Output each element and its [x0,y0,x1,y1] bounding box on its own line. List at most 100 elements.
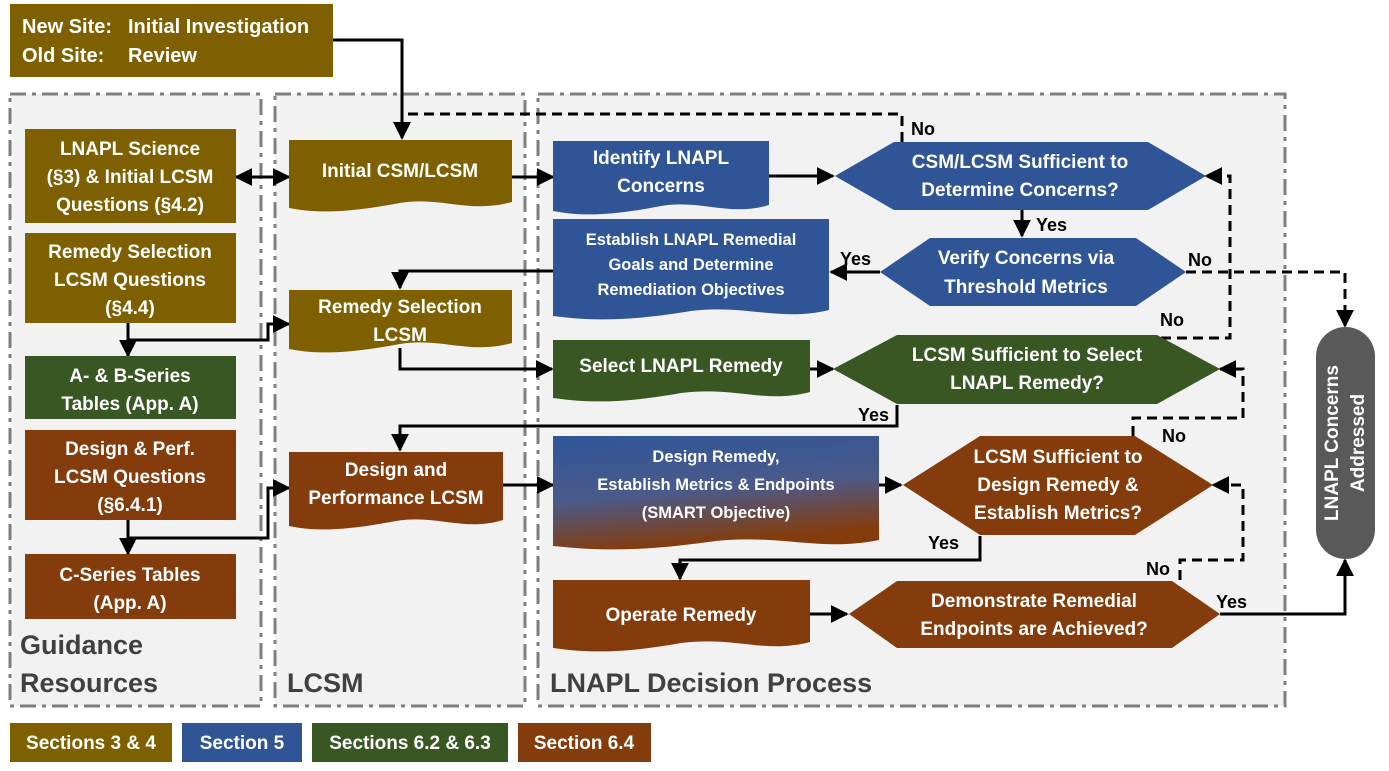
legend-sections-6-2-6-3 [312,723,508,762]
svg-text:Remediation Objectives: Remediation Objectives [597,281,784,299]
arrow-designq-designlcsm [126,479,291,540]
svg-text:Establish Metrics?: Establish Metrics? [974,503,1142,524]
legend-section-5 [182,723,302,762]
svg-text:Determine Concerns?: Determine Concerns? [921,180,1118,201]
svg-text:Endpoints are Achieved?: Endpoints are Achieved? [920,619,1147,640]
concerns-addressed-terminator: LNAPL Concerns Addressed [1316,327,1375,559]
lcsm-panel-title: LCSM [287,668,364,698]
header-line1-value: Initial Investigation [128,16,309,38]
label-no-d4: No [1146,559,1170,579]
header-line2-value: Review [128,45,197,67]
edge-labels: No Yes Yes No No Yes No Yes No Yes [840,119,1247,612]
svg-text:Design Remedy &: Design Remedy & [977,475,1139,496]
svg-text:Performance LCSM: Performance LCSM [308,488,483,509]
label-no-d2: No [1188,250,1212,270]
label-yes-d1: Yes [1036,215,1067,235]
remedy-lcsm-box [289,290,512,353]
design-questions-box [25,430,236,520]
svg-text:Tables (App. A): Tables (App. A) [61,394,198,415]
svg-text:(§4.4): (§4.4) [105,298,155,319]
label-no-top: No [911,119,935,139]
svg-text:Design and: Design and [345,460,447,481]
svg-text:LCSM Sufficient to Select: LCSM Sufficient to Select [912,345,1143,366]
arrow-no-d2b-loop [1145,167,1232,340]
svg-text:Sections 6.2 & 6.3: Sections 6.2 & 6.3 [329,733,491,754]
svg-text:Select LNAPL Remedy: Select LNAPL Remedy [579,356,783,377]
svg-text:Sections 3 & 4: Sections 3 & 4 [26,733,156,754]
svg-text:LNAPL Concerns: LNAPL Concerns [1322,365,1343,521]
svg-text:Threshold Metrics: Threshold Metrics [944,277,1108,298]
label-yes-d5: Yes [1216,592,1247,612]
header-line1-key: New Site: [22,16,112,38]
guidance-boxes: LNAPL Science (§3) & Initial LCSM Questi… [25,129,236,619]
legend: Sections 3 & 4 Section 5 Sections 6.2 & … [10,723,651,762]
decision-concerns-sufficient [835,142,1206,210]
arrow-no-d4-loop [1178,476,1245,580]
arrow-d5-yes-to-addressed [1220,558,1354,616]
guidance-panel-title-2: Resources [20,668,158,698]
svg-text:LNAPL Science: LNAPL Science [60,139,200,160]
svg-text:Section 6.4: Section 6.4 [534,733,635,754]
arrow-no-d3-loop [1131,360,1245,436]
guidance-panel-title-1: Guidance [20,630,143,660]
legend-sections-3-4 [10,723,172,762]
label-yes-d3: Yes [858,405,889,425]
svg-text:Addressed: Addressed [1348,394,1369,492]
svg-text:Demonstrate Remedial: Demonstrate Remedial [931,591,1137,612]
svg-text:CSM/LCSM Sufficient to: CSM/LCSM Sufficient to [912,152,1128,173]
design-remedy-box [553,436,879,550]
arrow-d4-yes-to-operate [671,536,982,581]
svg-text:Design Remedy,: Design Remedy, [652,448,779,466]
svg-text:Identify LNAPL: Identify LNAPL [593,148,730,169]
svg-text:Operate Remedy: Operate Remedy [605,605,756,626]
svg-text:LCSM Questions: LCSM Questions [54,270,206,291]
svg-text:Establish LNAPL Remedial: Establish LNAPL Remedial [586,231,797,249]
svg-text:Design & Perf.: Design & Perf. [65,439,195,460]
svg-text:Section 5: Section 5 [200,733,285,754]
label-no-d3: No [1162,426,1186,446]
decision-shapes: CSM/LCSM Sufficient to Determine Concern… [833,142,1220,648]
decision-verify-concerns [880,238,1186,306]
label-no-d2b: No [1160,310,1184,330]
design-lcsm-box [289,452,503,530]
svg-text:Remedy Selection: Remedy Selection [48,242,212,263]
arrow-establish-to-remedy [391,269,553,290]
svg-text:(App. A): (App. A) [93,593,166,614]
arrow-d3-yes-to-design [391,405,899,452]
svg-text:LCSM Questions: LCSM Questions [54,467,206,488]
legend-section-6-4 [518,723,651,762]
remedy-questions-box [25,233,236,323]
svg-text:Initial CSM/LCSM: Initial CSM/LCSM [322,161,478,182]
svg-text:Goals and Determine: Goals and Determine [608,256,773,274]
establish-box [553,219,829,320]
arrow-d2-no-to-addressed [1186,270,1354,328]
svg-text:Concerns: Concerns [617,176,705,197]
select-remedy-box [553,340,810,402]
identify-box [553,141,769,215]
label-yes-d4: Yes [928,533,959,553]
decision-select-remedy [833,335,1220,404]
svg-text:LCSM: LCSM [373,325,427,346]
initial-lcsm-box [289,140,512,212]
lcsm-boxes: Initial CSM/LCSM Remedy Selection LCSM D… [289,140,512,530]
science-box [25,129,236,223]
c-tables-box [25,554,236,619]
arrow-remedy-to-select [398,348,554,378]
svg-text:C-Series Tables: C-Series Tables [59,565,200,586]
operate-remedy-box [553,580,810,652]
decision-panel-title: LNAPL Decision Process [550,668,872,698]
arrow-no-top-loop [393,112,904,142]
svg-text:(SMART Objective): (SMART Objective) [642,504,791,522]
ab-tables-box [25,356,236,419]
svg-text:(§6.4.1): (§6.4.1) [97,495,162,516]
svg-text:Establish Metrics & Endpoints: Establish Metrics & Endpoints [597,476,834,494]
svg-text:A- & B-Series: A- & B-Series [69,366,190,387]
arrow-remedyq-remedylcsm [126,315,291,342]
header-line2-key: Old Site: [22,45,104,67]
svg-text:LNAPL Remedy?: LNAPL Remedy? [950,373,1104,394]
label-yes-d2: Yes [840,249,871,269]
process-boxes: Identify LNAPL Concerns Establish LNAPL … [553,141,879,652]
decision-design-remedy [903,436,1213,535]
decision-endpoints [849,581,1220,648]
